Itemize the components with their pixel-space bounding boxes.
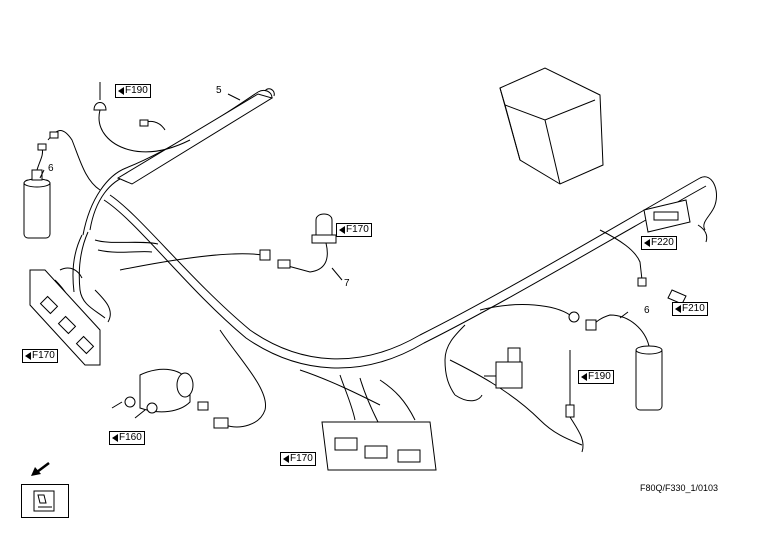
- sensor-6-left: [23, 130, 101, 239]
- ref-tag-f190-top[interactable]: F190: [115, 84, 151, 98]
- beacon-lamp-7: [277, 213, 343, 281]
- callout-number-6-right: 6: [644, 305, 650, 316]
- switch-module-f160: [111, 368, 209, 419]
- light-cluster-left: [29, 269, 101, 366]
- ref-label: F170: [290, 453, 313, 464]
- right-branch-harness: [444, 304, 583, 446]
- left-arrow-icon: [644, 239, 650, 247]
- horn-relay: [484, 347, 523, 389]
- ref-tag-f170-left[interactable]: F170: [22, 349, 58, 363]
- ref-tag-f190-right[interactable]: F190: [578, 370, 614, 384]
- switch-cluster-f220: [599, 199, 708, 287]
- ref-label: F170: [346, 224, 369, 235]
- left-arrow-icon: [581, 373, 587, 381]
- light-cluster-rear: [321, 421, 437, 471]
- callout-leaders: [39, 93, 629, 319]
- ref-tag-f170-bottom[interactable]: F170: [280, 452, 316, 466]
- callout-number-5: 5: [216, 85, 222, 96]
- antenna-right: [565, 350, 584, 453]
- cab-housing: [499, 67, 604, 185]
- rear-light-branch: [299, 369, 416, 423]
- ref-tag-f210[interactable]: F210: [672, 302, 708, 316]
- callout-number-6-left: 6: [48, 163, 54, 174]
- center-connector: [119, 249, 271, 271]
- callout-number-7: 7: [344, 278, 350, 289]
- ref-label: F160: [119, 432, 142, 443]
- left-arrow-icon: [118, 87, 124, 95]
- main-harness: [103, 176, 717, 369]
- back-to-index-button[interactable]: [21, 484, 69, 518]
- left-arrow-icon: [339, 226, 345, 234]
- antenna-top: [93, 82, 191, 153]
- drawing-code: F80Q/F330_1/0103: [640, 483, 719, 493]
- ref-tag-f220[interactable]: F220: [641, 236, 677, 250]
- ref-tag-f170-center[interactable]: F170: [336, 223, 372, 237]
- ref-label: F190: [125, 85, 148, 96]
- lower-left-branch: [213, 329, 266, 429]
- arrow-down-left-icon: [31, 462, 50, 476]
- back-to-index-icon: [33, 490, 55, 512]
- sensor-6-right: [585, 314, 663, 411]
- ref-label: F220: [651, 237, 674, 248]
- ref-label: F210: [682, 303, 705, 314]
- left-arrow-icon: [112, 434, 118, 442]
- ref-label: F190: [588, 371, 611, 382]
- ref-label: F170: [32, 350, 55, 361]
- ref-tag-f160[interactable]: F160: [109, 431, 145, 445]
- left-arrow-icon: [675, 305, 681, 313]
- left-arrow-icon: [25, 352, 31, 360]
- left-arrow-icon: [283, 455, 289, 463]
- upper-harness: [82, 88, 275, 236]
